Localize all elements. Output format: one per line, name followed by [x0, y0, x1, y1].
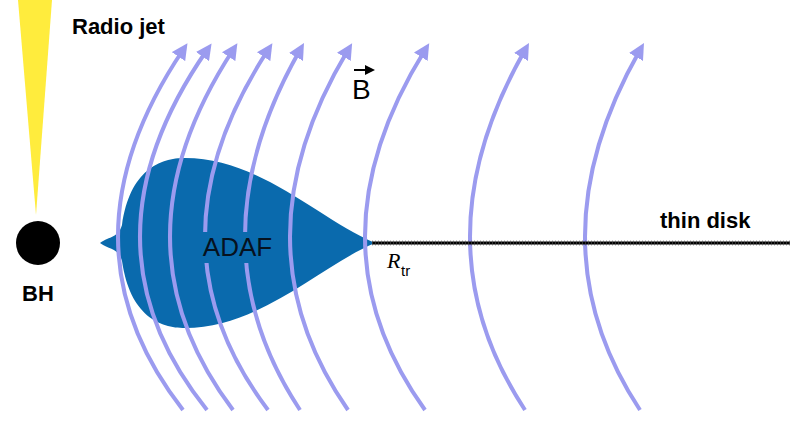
black-hole-shape [16, 221, 60, 265]
radius-symbol: R [387, 248, 400, 274]
radius-subscript: tr [401, 262, 410, 279]
radio-jet-shape [14, 0, 58, 215]
bh-disc [16, 221, 60, 265]
adaf-flow: ADAF [100, 158, 375, 328]
thin-disk-line [372, 243, 790, 244]
disk-label: thin disk [660, 208, 750, 234]
black-hole: BH [16, 221, 60, 265]
field-symbol: B [352, 74, 371, 106]
jet-cone [18, 0, 52, 215]
adaf-blob [100, 158, 375, 328]
jet-label: Radio jet [72, 14, 165, 40]
vector-arrow [354, 69, 370, 71]
adaf-label: ADAF [199, 232, 276, 263]
radio-jet: Radio jet [14, 0, 58, 215]
bh-label: BH [22, 281, 54, 307]
